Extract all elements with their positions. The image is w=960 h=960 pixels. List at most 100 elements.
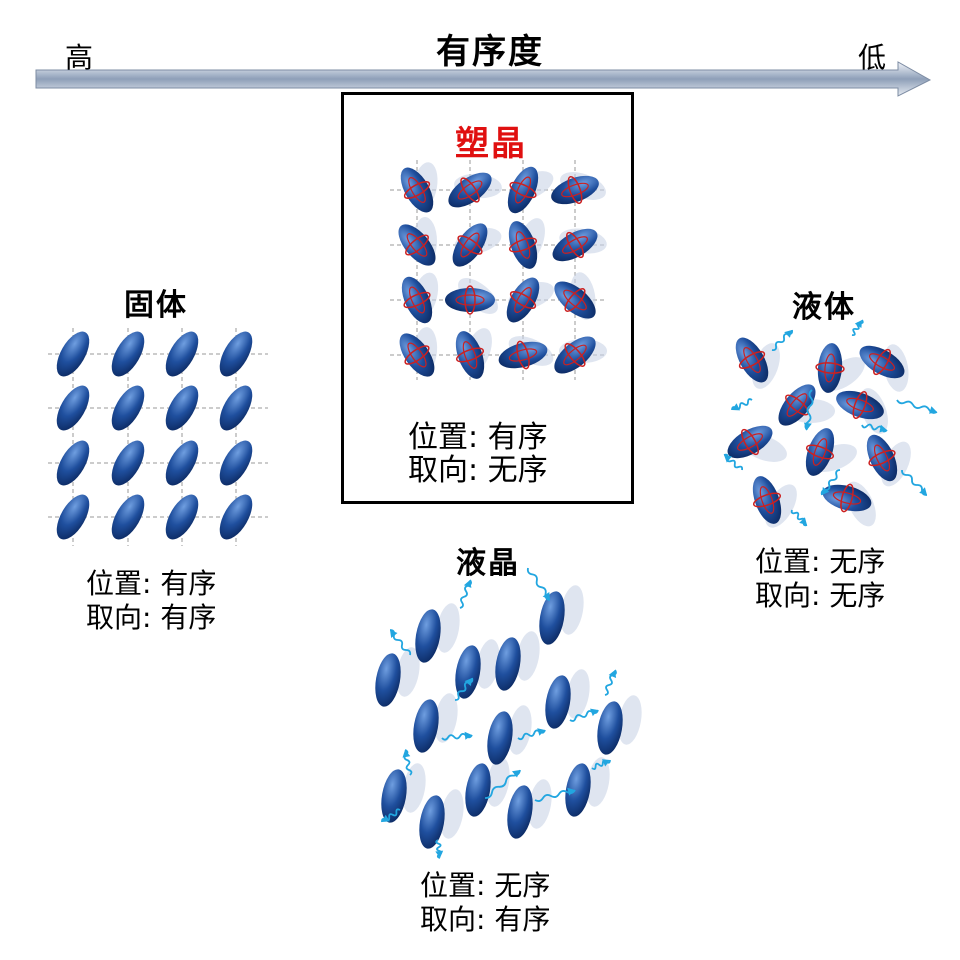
rotation-marker	[508, 348, 538, 362]
molecule	[111, 494, 145, 540]
rotation-marker	[737, 433, 763, 451]
rotation-marker	[514, 287, 532, 313]
motion-arrowhead	[724, 455, 732, 463]
axis-high-label: 高	[65, 41, 94, 74]
solid-title: 固体	[124, 288, 188, 323]
motion-arrowhead	[608, 670, 617, 678]
order-arrow	[35, 61, 932, 97]
rotation-marker	[868, 449, 896, 467]
molecule	[413, 699, 439, 753]
plastic-crystal-orientation: 取向: 无序	[408, 453, 548, 488]
solid-lattice	[48, 328, 268, 546]
plastic-crystal-position: 位置: 有序	[408, 420, 548, 455]
motion-arrowhead	[390, 630, 398, 638]
molecule	[165, 440, 199, 486]
liquid-title: 液体	[792, 290, 856, 325]
molecule	[165, 494, 199, 540]
rotation-marker	[743, 347, 761, 373]
motion-arrowhead	[464, 678, 472, 686]
molecule	[56, 385, 90, 431]
rotation-marker	[403, 181, 431, 199]
rotation-marker	[405, 234, 429, 256]
molecule	[219, 494, 253, 540]
rotation-marker	[564, 343, 586, 367]
rotation-marker	[812, 438, 828, 466]
ghost-molecule	[396, 647, 420, 697]
ghost-molecule	[402, 763, 426, 813]
rotation-marker	[852, 390, 868, 420]
motion-arrowhead	[435, 850, 444, 858]
rotation-marker	[567, 175, 583, 205]
molecule	[415, 609, 441, 663]
solid-position: 位置: 有序	[86, 567, 217, 600]
rotation-marker	[563, 289, 587, 311]
motion-arrowhead	[803, 422, 812, 430]
rotation-marker	[509, 291, 537, 309]
molecule	[565, 763, 591, 817]
motion-arrowhead	[602, 759, 610, 767]
rotation-marker	[407, 342, 427, 368]
rotation-marker	[457, 235, 483, 255]
rotation-marker	[759, 486, 775, 514]
liquid-orientation: 取向: 无序	[755, 579, 886, 612]
rotation-marker	[785, 394, 809, 416]
rotation-marker	[873, 444, 891, 472]
molecule	[539, 591, 565, 645]
plastic-crystal-box	[341, 92, 634, 504]
molecule	[545, 675, 571, 729]
liquid-crystal-position: 位置: 无序	[420, 869, 551, 902]
rotation-marker	[515, 231, 531, 259]
molecule	[551, 175, 599, 205]
molecule	[597, 701, 623, 755]
axis-low-label: 低	[858, 41, 887, 74]
motion-arrowhead	[464, 731, 472, 740]
rotation-marker	[815, 362, 845, 374]
molecule	[498, 341, 548, 369]
molecule	[111, 440, 145, 486]
liquid-crystal-orientation: 取向: 有序	[420, 903, 551, 936]
rotation-marker	[464, 285, 476, 315]
motion-arrowhead	[919, 487, 927, 495]
liquid-crystal-molecules	[375, 567, 642, 859]
plastic-crystal-lattice	[390, 160, 607, 380]
motion-arrowhead	[929, 406, 937, 414]
liquid-crystal-title: 液晶	[456, 546, 520, 581]
motion-arrowhead	[567, 787, 575, 796]
motion-arrowhead	[542, 592, 550, 600]
rotation-marker	[514, 176, 532, 204]
rotation-marker	[786, 393, 808, 417]
rotation-marker	[460, 232, 480, 258]
ghost-molecule	[434, 693, 458, 743]
molecule	[508, 221, 538, 269]
molecule	[111, 331, 145, 377]
motion-arrowhead	[784, 330, 792, 338]
ghost-molecule	[618, 695, 642, 745]
molecule	[805, 428, 835, 476]
molecule	[165, 331, 199, 377]
rotation-marker	[561, 182, 589, 198]
rotation-marker	[832, 491, 862, 505]
ghost-molecule	[516, 631, 540, 681]
rotation-marker	[460, 177, 480, 203]
liquid-position: 位置: 无序	[755, 545, 886, 578]
rotation-marker	[508, 237, 538, 253]
rotation-marker	[846, 397, 874, 413]
rotation-marker	[455, 347, 485, 363]
ghost-molecule	[560, 585, 584, 635]
molecule	[375, 653, 401, 707]
plastic-crystal-title: 塑晶	[455, 124, 527, 164]
rotation-marker	[509, 181, 537, 199]
rotation-marker	[408, 286, 426, 314]
motion-arrowhead	[822, 487, 830, 495]
rotation-marker	[408, 177, 426, 203]
motion-arrowhead	[537, 728, 545, 736]
rotation-marker	[741, 428, 759, 456]
molecule	[56, 440, 90, 486]
rotation-marker	[562, 236, 588, 254]
motion-arrow	[484, 769, 521, 799]
motion-arrowhead	[590, 708, 598, 717]
motion-arrow	[896, 399, 938, 414]
motion-arrowhead	[799, 517, 807, 525]
rotation-marker	[738, 351, 766, 369]
solid-orientation: 取向: 有序	[86, 601, 217, 634]
